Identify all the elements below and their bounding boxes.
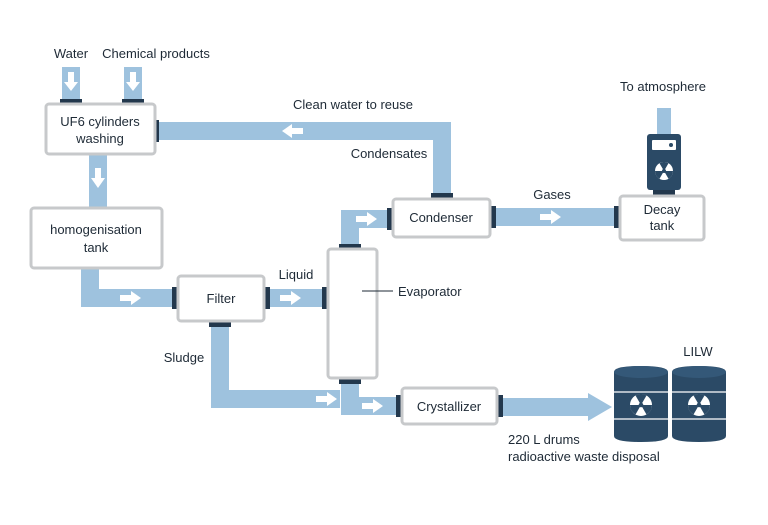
evaporator-left-connector <box>322 287 328 309</box>
connectors <box>60 99 675 417</box>
condenser-left-connector <box>387 208 393 230</box>
homogenisation-label-line2: tank <box>84 240 109 255</box>
filter-left-connector <box>172 287 178 309</box>
crystallizer-box <box>400 386 499 426</box>
decay-label-line2: tank <box>650 218 675 233</box>
atmosphere-outlet <box>657 108 671 136</box>
water-label: Water <box>54 46 89 61</box>
chemical-down-arrow <box>126 72 140 91</box>
crystallizer-label: Crystallizer <box>417 399 482 414</box>
evaporator-bottom-connector <box>339 378 361 384</box>
chemical-connector <box>122 99 144 105</box>
decay-tank-box <box>618 194 706 242</box>
clean-water-label: Clean water to reuse <box>293 97 413 112</box>
evaporator-label: Evaporator <box>398 284 462 299</box>
homogenisation-label-line1: homogenisation <box>50 222 142 237</box>
sludge-label: Sludge <box>164 350 204 365</box>
homog-down-arrow <box>91 168 105 188</box>
crystallizer-to-drums-arrowhead <box>588 393 612 421</box>
lilw-label: LILW <box>683 344 713 359</box>
water-down-arrow <box>64 72 78 91</box>
condenser-top-connector <box>431 193 453 199</box>
gases-label: Gases <box>533 187 571 202</box>
chemical-products-label: Chemical products <box>102 46 210 61</box>
crystallizer-to-drums-pipe <box>498 398 590 416</box>
liquid-label: Liquid <box>279 267 314 282</box>
clean-water-pipe-vertical <box>433 122 451 195</box>
decay-left-connector <box>614 206 620 228</box>
sludge-pipe-horizontal <box>211 390 340 408</box>
condenser-in-right-arrow <box>356 212 377 226</box>
gases-right-arrow <box>540 210 561 224</box>
uf6-washing-box <box>44 102 157 156</box>
radiation-monitor-icon <box>647 134 681 190</box>
crystallizer-in-right-arrow <box>362 399 383 413</box>
filter-in-right-arrow <box>120 291 141 305</box>
evaporator-box <box>326 247 379 380</box>
filter-box <box>176 274 266 323</box>
flow-arrows <box>64 72 561 413</box>
sludge-right-arrow <box>316 392 337 406</box>
radioactive-drum-icon <box>614 366 726 442</box>
clean-water-left-arrow <box>282 124 303 138</box>
sludge-pipe-vertical <box>211 322 229 408</box>
uf6-washing-label-line2: washing <box>75 131 124 146</box>
homogenisation-tank-box <box>29 206 164 270</box>
drums-label-line1: 220 L drums <box>508 432 580 447</box>
uf6-washing-label-line1: UF6 cylinders <box>60 114 140 129</box>
liquid-right-arrow <box>280 291 301 305</box>
condenser-label: Condenser <box>409 210 473 225</box>
crystallizer-right-connector <box>497 395 503 417</box>
to-atmosphere-label: To atmosphere <box>620 79 706 94</box>
filter-bottom-connector <box>209 321 231 327</box>
drums-label-line2: radioactive waste disposal <box>508 449 660 464</box>
process-boxes <box>29 102 706 426</box>
filter-label: Filter <box>207 291 237 306</box>
condensates-label: Condensates <box>351 146 428 161</box>
crystallizer-left-connector <box>396 395 402 417</box>
water-connector <box>60 99 82 105</box>
condenser-right-connector <box>490 206 496 228</box>
evaporator-top-connector <box>339 244 361 250</box>
decay-label-line1: Decay <box>644 202 681 217</box>
condenser-box <box>391 197 492 239</box>
labels: Water Chemical products UF6 cylinders wa… <box>50 46 713 464</box>
filter-right-connector <box>264 287 270 309</box>
decay-top-connector <box>653 190 675 196</box>
